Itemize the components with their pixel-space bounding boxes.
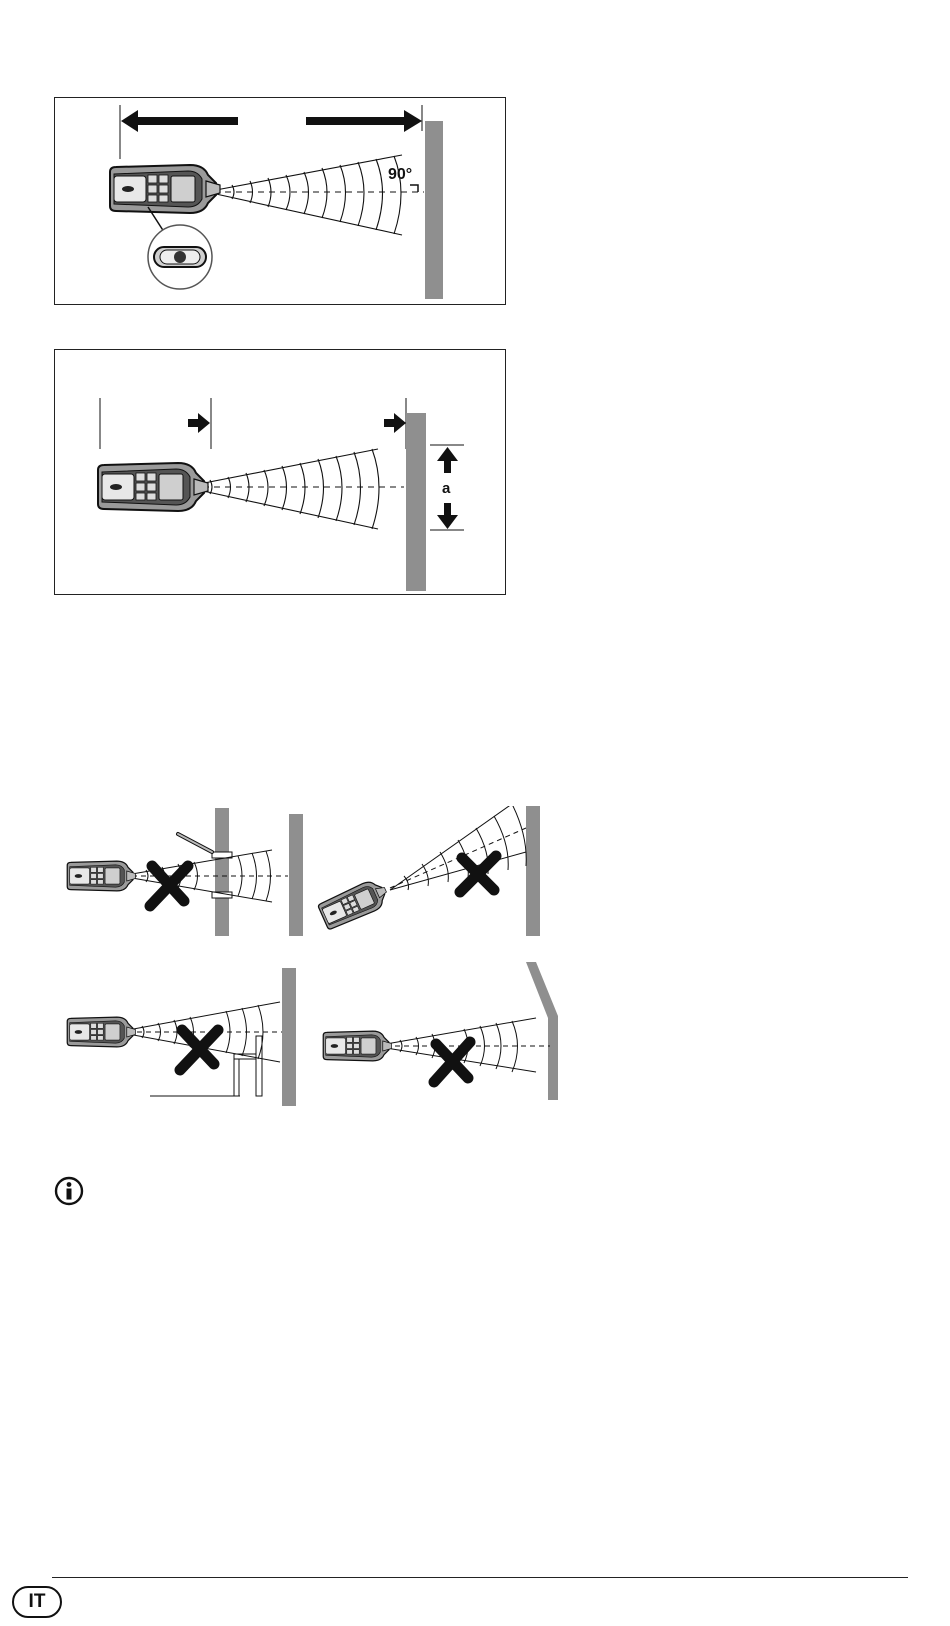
info-icon (54, 1176, 84, 1206)
figure-3-incorrect-usage (60, 806, 580, 1136)
footer-rule (52, 1577, 908, 1578)
angle-label: 90° (388, 166, 412, 183)
example-furniture-in-path (67, 968, 296, 1106)
incorrect-cross-icon (460, 856, 496, 892)
wall (425, 121, 443, 299)
figure-1-perpendicular-measurement: 90° (54, 97, 506, 305)
example-obstacle-in-path (67, 808, 303, 936)
example-angled-wall (323, 962, 558, 1100)
figure-2-reference-distance: a (54, 349, 506, 595)
measuring-device (98, 463, 208, 511)
measuring-device (110, 165, 220, 213)
example-tilted-device (317, 806, 540, 936)
wall (406, 413, 426, 591)
language-badge: IT (12, 1586, 62, 1618)
incorrect-cross-icon (150, 866, 188, 906)
distance-label: a (442, 480, 451, 497)
